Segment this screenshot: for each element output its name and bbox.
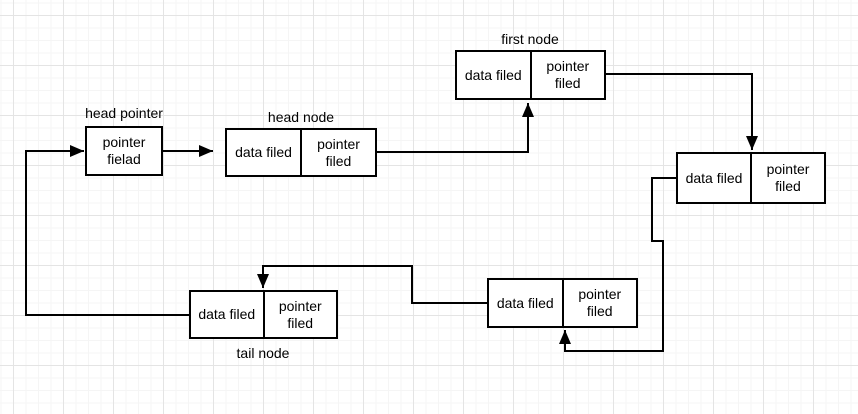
- pointer-field-cell: pointer filed: [752, 154, 824, 202]
- pointer-field-cell: pointer filed: [564, 280, 637, 326]
- data-field-text: data filed: [464, 66, 522, 83]
- pointer-field-text: pointer filed: [546, 58, 590, 91]
- data-field-cell: data filed: [678, 154, 752, 202]
- edge-head-node-to-first-node[interactable]: [377, 103, 534, 153]
- data-field-cell: data filed: [457, 52, 532, 98]
- pointer-field-text: pointer filed: [317, 135, 360, 169]
- head-pointer-box[interactable]: pointer fielad: [85, 126, 163, 176]
- pointer-field-cell: pointer filed: [532, 52, 605, 98]
- pointer-field-text: pointer filed: [578, 286, 622, 319]
- pointer-field-text: pointer filed: [766, 161, 810, 194]
- edge-second-node-to-third-node[interactable]: [559, 177, 676, 352]
- data-field-text: data filed: [198, 306, 256, 323]
- pointer-field-cell: pointer filed: [302, 130, 375, 175]
- data-field-cell: data filed: [191, 292, 265, 337]
- node-head[interactable]: data filed pointer filed: [225, 128, 377, 177]
- pointer-field-text: pointer filed: [278, 297, 322, 331]
- edge-third-node-to-tail-node[interactable]: [257, 265, 487, 304]
- data-field-text: data filed: [235, 144, 292, 161]
- label-tail-node: tail node: [236, 345, 290, 361]
- pointer-field-cell: pointer filed: [265, 292, 337, 337]
- edge-first-node-to-second-node[interactable]: [605, 73, 758, 150]
- node-tail[interactable]: data filed pointer filed: [189, 290, 338, 339]
- label-first-node: first node: [501, 31, 559, 47]
- edge-tail-to-head-pointer[interactable]: [25, 145, 189, 316]
- node-second[interactable]: data filed pointer filed: [676, 152, 826, 204]
- data-field-cell: data filed: [489, 280, 564, 326]
- head-pointer-text: pointer fielad: [102, 134, 146, 167]
- node-first[interactable]: data filed pointer filed: [455, 50, 606, 100]
- data-field-cell: data filed: [227, 130, 302, 175]
- label-head-pointer: head pointer: [85, 105, 163, 121]
- label-head-node: head node: [267, 109, 335, 125]
- node-third[interactable]: data filed pointer filed: [487, 278, 638, 328]
- data-field-text: data filed: [685, 169, 743, 186]
- data-field-text: data filed: [496, 294, 554, 311]
